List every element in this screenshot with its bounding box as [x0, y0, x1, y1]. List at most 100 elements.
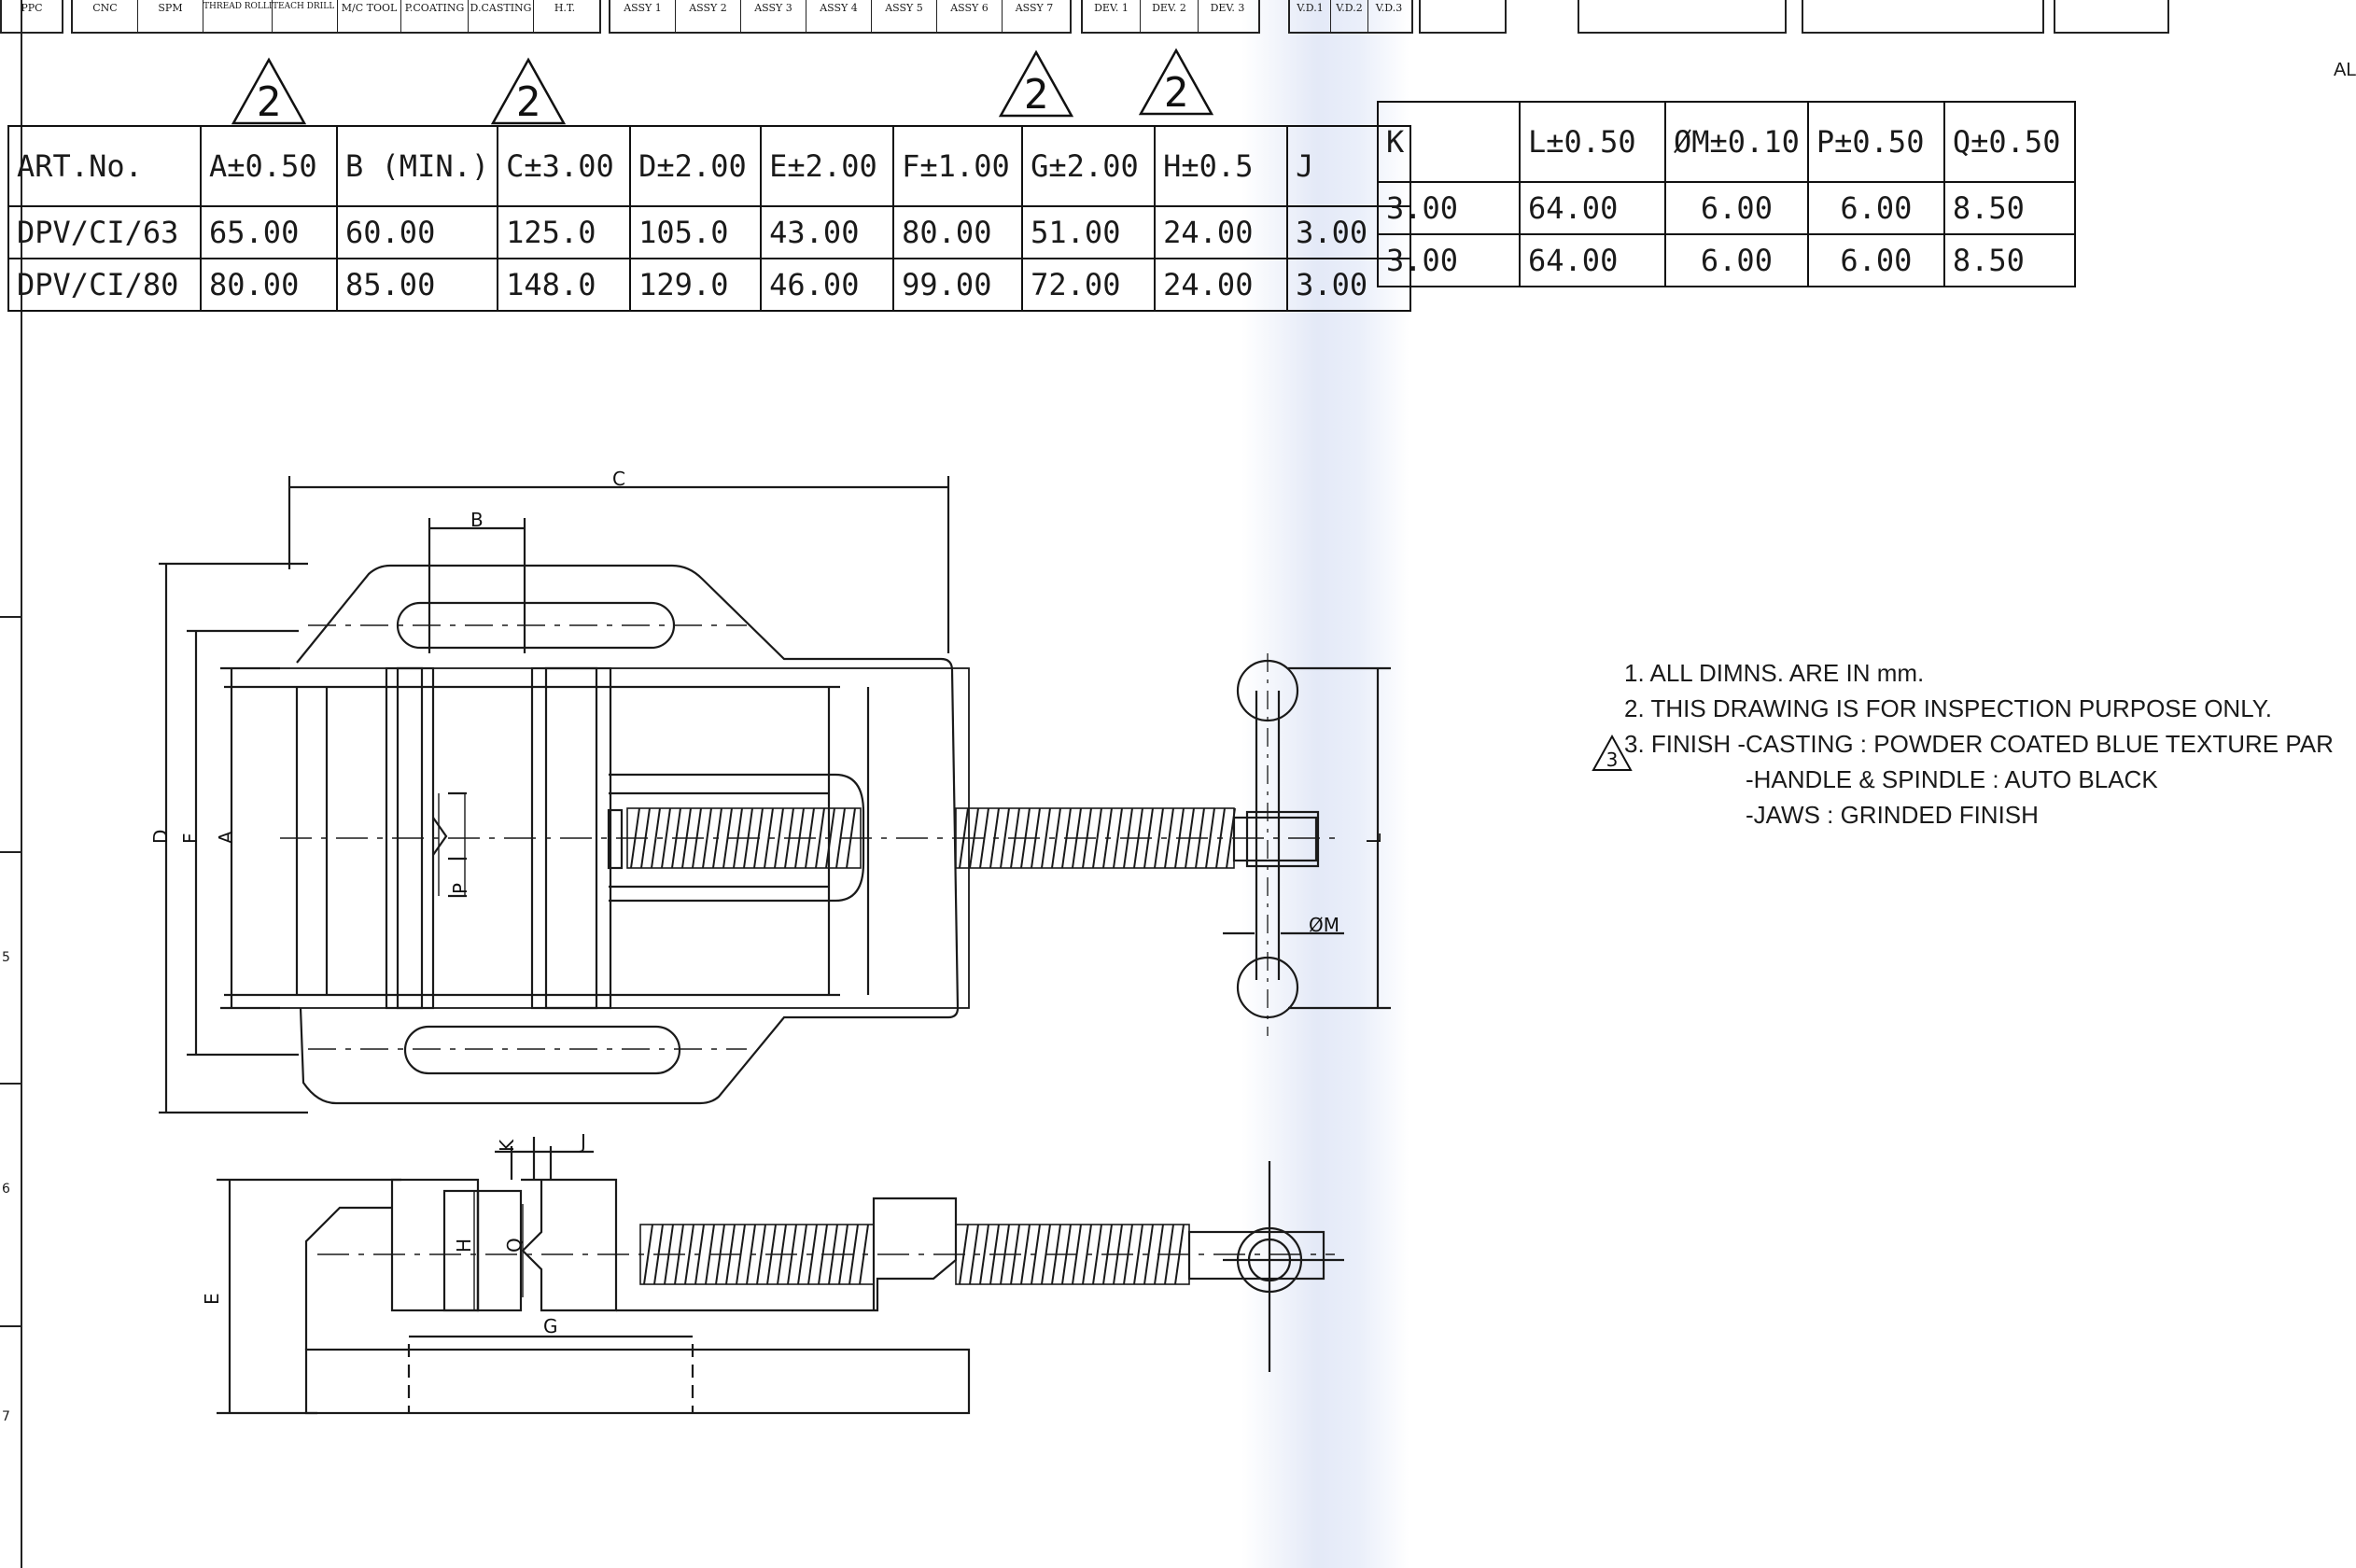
thread-stroke [859, 1224, 869, 1285]
thread-stroke [766, 1224, 777, 1285]
table-header-cell: ART.No. [7, 125, 202, 207]
table-header-cell: E±2.00 [760, 125, 895, 207]
table-row: DPV/CI/80 80.00 85.00 148.0 129.0 46.00 … [7, 258, 1412, 312]
header-group-assembly: ASSY 1 ASSY 2 ASSY 3 ASSY 4 ASSY 5 ASSY … [609, 0, 1072, 34]
thread-stroke [681, 807, 692, 869]
thread-stroke [651, 807, 661, 869]
zone-mark [0, 1083, 21, 1085]
table-cell: 65.00 [200, 205, 338, 259]
drawing-frame-left: 5 6 7 [0, 0, 24, 1568]
thread-stroke [1133, 1224, 1143, 1285]
thread-stroke [725, 1224, 736, 1285]
thread-stroke [1000, 807, 1010, 869]
revision-triangle-icon: 2 [1138, 48, 1214, 117]
thread-stroke [1226, 807, 1236, 869]
table-row: 3.00 64.00 6.00 6.00 8.50 [1377, 233, 2076, 287]
thread-stroke [1215, 807, 1226, 869]
header-cell: ASSY 2 [676, 0, 741, 32]
table-cell: 46.00 [760, 258, 895, 312]
thread-stroke [1123, 1224, 1133, 1285]
thread-stroke [743, 807, 753, 869]
thread-stroke [828, 1224, 838, 1285]
header-blank-box [1419, 0, 1507, 34]
thread-stroke [1174, 1224, 1185, 1285]
thread-stroke [1185, 807, 1195, 869]
table-cell: 3.00 [1377, 233, 1521, 287]
thread-stroke [1031, 807, 1041, 869]
dim-label-l: L [1363, 833, 1385, 844]
table-header-cell: L±0.50 [1519, 101, 1666, 183]
table-header-cell: Q±0.50 [1942, 101, 2076, 183]
table-cell: 24.00 [1154, 258, 1289, 312]
frame-line [21, 0, 22, 1568]
dim-label-c: C [612, 468, 625, 490]
thread-stroke [1092, 807, 1102, 869]
thread-stroke [1072, 1224, 1082, 1285]
header-group-process: CNC SPM THREAD ROLLING TEACH DRILL M/C M… [71, 0, 601, 34]
thread-stroke [753, 807, 764, 869]
table-cell: 24.00 [1154, 205, 1289, 259]
table-cell: 6.00 [1664, 233, 1809, 287]
header-group-development: DEV. 1 DEV. 2 DEV. 3 [1081, 0, 1260, 34]
thread-stroke [1082, 807, 1092, 869]
top-view [159, 476, 1391, 1114]
thread-stroke [1051, 807, 1061, 869]
dim-label-e: E [201, 1293, 223, 1305]
thread-stroke [722, 807, 733, 869]
zone-mark [0, 1325, 21, 1327]
thread-stroke [694, 1224, 705, 1285]
thread-stroke [1123, 807, 1133, 869]
thread-stroke [1010, 807, 1020, 869]
dim-label-k: K [496, 1139, 518, 1152]
header-cell: DEV. 1 [1083, 0, 1141, 32]
thread-stroke [1154, 1224, 1164, 1285]
drawing-notes: 1. ALL DIMNS. ARE IN mm. 2. THIS DRAWING… [1624, 655, 2334, 833]
thread-stroke [712, 807, 722, 869]
table-cell: 64.00 [1519, 181, 1666, 235]
table-header-cell: A±0.50 [200, 125, 338, 207]
thread-stroke [784, 807, 794, 869]
thread-stroke [1102, 807, 1113, 869]
revision-mark: 2 [1164, 69, 1189, 117]
dim-label-a: A [215, 831, 237, 844]
thread-stroke [1082, 1224, 1092, 1285]
thread-stroke [807, 1224, 818, 1285]
thread-stroke [1102, 1224, 1113, 1285]
table-cell: 80.00 [200, 258, 338, 312]
dim-label-g: G [543, 1315, 558, 1337]
header-cell: H.T. [554, 2, 576, 14]
thread-stroke [838, 1224, 848, 1285]
thread-stroke [684, 1224, 694, 1285]
thread-stroke [818, 1224, 828, 1285]
thread-stroke [835, 807, 846, 869]
dim-label-j: J [579, 1130, 586, 1153]
header-group-ppc: PPC [0, 0, 63, 34]
table-cell: 85.00 [335, 258, 499, 312]
thread-stroke [1041, 1224, 1051, 1285]
header-cell: DEV. 3 [1210, 2, 1245, 14]
header-cell: SPM [138, 0, 203, 32]
thread-stroke [989, 807, 1000, 869]
table-header-cell: H±0.5 [1154, 125, 1289, 207]
screw-thread-side [643, 1224, 1185, 1285]
thread-stroke [643, 1224, 653, 1285]
dim-label-m: ØM [1309, 914, 1339, 936]
dim-label-p: P [449, 883, 471, 894]
dim-label-f: F [179, 833, 202, 844]
revision-mark: 2 [516, 78, 541, 126]
revision-triangle-icon: 2 [490, 57, 567, 126]
table-cell: 99.00 [892, 258, 1024, 312]
table-header-cell: ØM±0.10 [1664, 101, 1809, 183]
thread-stroke [797, 1224, 807, 1285]
note-line: 1. ALL DIMNS. ARE IN mm. [1624, 659, 1925, 687]
note-revision-mark: 3 [1606, 749, 1619, 771]
table-cell: 3.00 [1377, 181, 1521, 235]
thread-stroke [1113, 1224, 1123, 1285]
thread-stroke [846, 807, 856, 869]
thread-stroke [1113, 807, 1123, 869]
zone-mark [0, 616, 21, 618]
table-cell: 72.00 [1021, 258, 1157, 312]
header-cell: ASSY 4 [806, 0, 872, 32]
thread-stroke [1205, 807, 1215, 869]
thread-stroke [979, 807, 989, 869]
